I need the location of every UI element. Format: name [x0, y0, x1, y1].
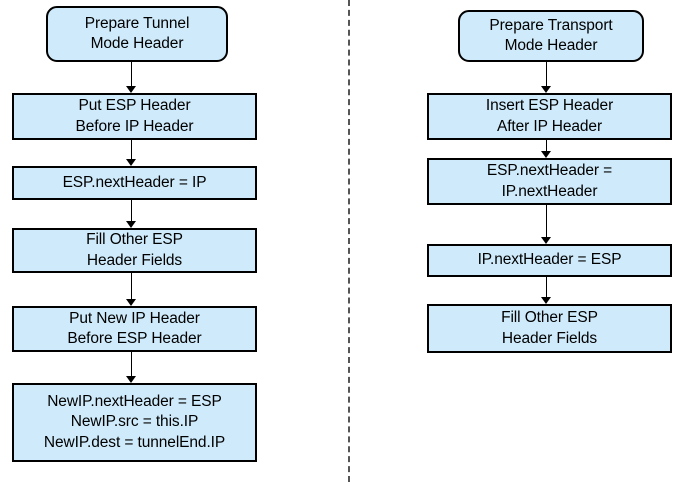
node-label: IP.nextHeader = ESP — [477, 251, 622, 269]
edge-stem — [545, 62, 547, 87]
node-label: Put ESP Header Before IP Header — [75, 97, 194, 135]
node-label: Insert ESP Header After IP Header — [485, 97, 614, 135]
node-tunnel-start[interactable]: Prepare Tunnel Mode Header — [46, 6, 228, 62]
node-tunnel-esp-nextheader[interactable]: ESP.nextHeader = IP — [12, 166, 257, 200]
edge-stem — [130, 273, 132, 300]
node-tunnel-fill-other-esp[interactable]: Fill Other ESP Header Fields — [12, 228, 257, 273]
edge-tunnel-fill-other-esp-to-put-new-ip-header — [125, 273, 137, 306]
node-label: ESP.nextHeader = IP — [62, 173, 207, 191]
arrowhead-icon — [126, 159, 136, 166]
node-label: NewIP.nextHeader = ESP NewIP.src = this.… — [43, 392, 226, 451]
edge-stem — [130, 62, 132, 87]
edge-stem — [130, 352, 132, 377]
edge-tunnel-put-esp-header-to-esp-nextheader — [125, 140, 137, 166]
node-tunnel-newip-fields[interactable]: NewIP.nextHeader = ESP NewIP.src = this.… — [12, 383, 257, 462]
edge-stem — [130, 200, 132, 222]
node-transport-esp-nextheader[interactable]: ESP.nextHeader = IP.nextHeader — [427, 158, 672, 205]
arrowhead-icon — [126, 86, 136, 93]
arrowhead-icon — [541, 151, 551, 158]
arrowhead-icon — [541, 86, 551, 93]
edge-tunnel-esp-nextheader-to-fill-other-esp — [125, 200, 137, 228]
edge-stem — [545, 140, 547, 152]
node-label: Fill Other ESP Header Fields — [86, 231, 183, 269]
arrowhead-icon — [541, 297, 551, 304]
node-transport-ip-nextheader[interactable]: IP.nextHeader = ESP — [427, 244, 672, 277]
edge-tunnel-put-new-ip-header-to-newip-fields — [125, 352, 137, 383]
node-transport-fill-other-esp[interactable]: Fill Other ESP Header Fields — [427, 304, 672, 353]
node-transport-start[interactable]: Prepare Transport Mode Header — [458, 10, 644, 62]
edge-stem — [545, 277, 547, 298]
node-label: Put New IP Header Before ESP Header — [67, 309, 202, 347]
node-tunnel-put-esp-header[interactable]: Put ESP Header Before IP Header — [12, 93, 257, 140]
node-label: Prepare Transport Mode Header — [489, 16, 613, 54]
node-label: ESP.nextHeader = IP.nextHeader — [486, 162, 613, 200]
arrowhead-icon — [541, 237, 551, 244]
edge-transport-ip-nextheader-to-fill-other-esp — [540, 277, 552, 304]
arrowhead-icon — [126, 299, 136, 306]
node-label: Fill Other ESP Header Fields — [501, 309, 598, 347]
column-divider — [348, 0, 350, 482]
edge-transport-insert-esp-header-to-esp-nextheader — [540, 140, 552, 158]
edge-stem — [545, 205, 547, 238]
edge-transport-start-to-insert-esp-header — [540, 62, 552, 93]
node-label: Prepare Tunnel Mode Header — [84, 14, 190, 52]
arrowhead-icon — [126, 376, 136, 383]
node-transport-insert-esp-header[interactable]: Insert ESP Header After IP Header — [427, 93, 672, 140]
node-tunnel-put-new-ip-header[interactable]: Put New IP Header Before ESP Header — [12, 306, 257, 352]
arrowhead-icon — [126, 221, 136, 228]
edge-stem — [130, 140, 132, 160]
edge-transport-esp-nextheader-to-ip-nextheader — [540, 205, 552, 244]
edge-tunnel-start-to-put-esp-header — [125, 62, 137, 93]
